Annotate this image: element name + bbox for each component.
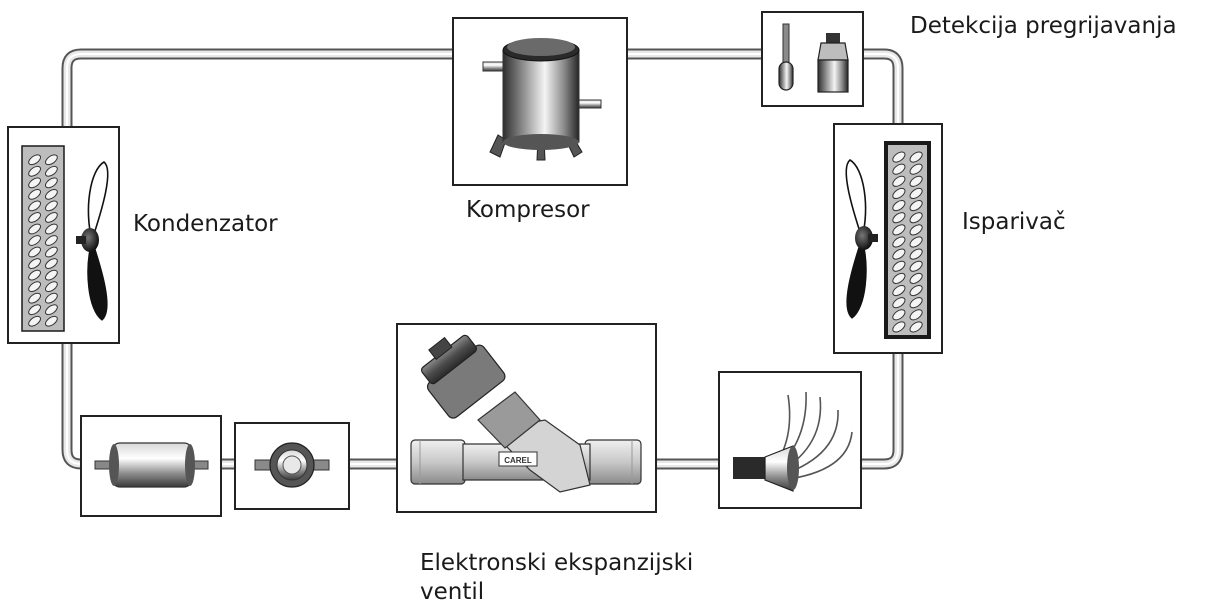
evaporator-coil	[884, 141, 931, 339]
superheat-detection-label: Detekcija pregrijavanja	[910, 13, 1177, 39]
sight-glass	[234, 422, 350, 510]
condenser	[7, 126, 120, 344]
evaporator-label: Isparivač	[962, 209, 1066, 235]
distributor	[718, 371, 862, 509]
valve-brand-text: CAREL	[504, 456, 532, 465]
compressor	[452, 17, 628, 186]
condenser-fan-icon	[76, 161, 109, 321]
filter-drier	[80, 415, 222, 517]
compressor-label: Kompresor	[466, 197, 590, 223]
condenser-coil	[21, 145, 65, 332]
expansion-valve-label: Elektronski ekspanzijski ventil	[420, 550, 694, 605]
condenser-label: Kondenzator	[133, 211, 278, 237]
superheat-sensors	[761, 11, 864, 107]
evaporator-fan-icon	[845, 159, 878, 319]
evaporator	[833, 123, 943, 354]
expansion-valve: CAREL	[396, 323, 657, 513]
